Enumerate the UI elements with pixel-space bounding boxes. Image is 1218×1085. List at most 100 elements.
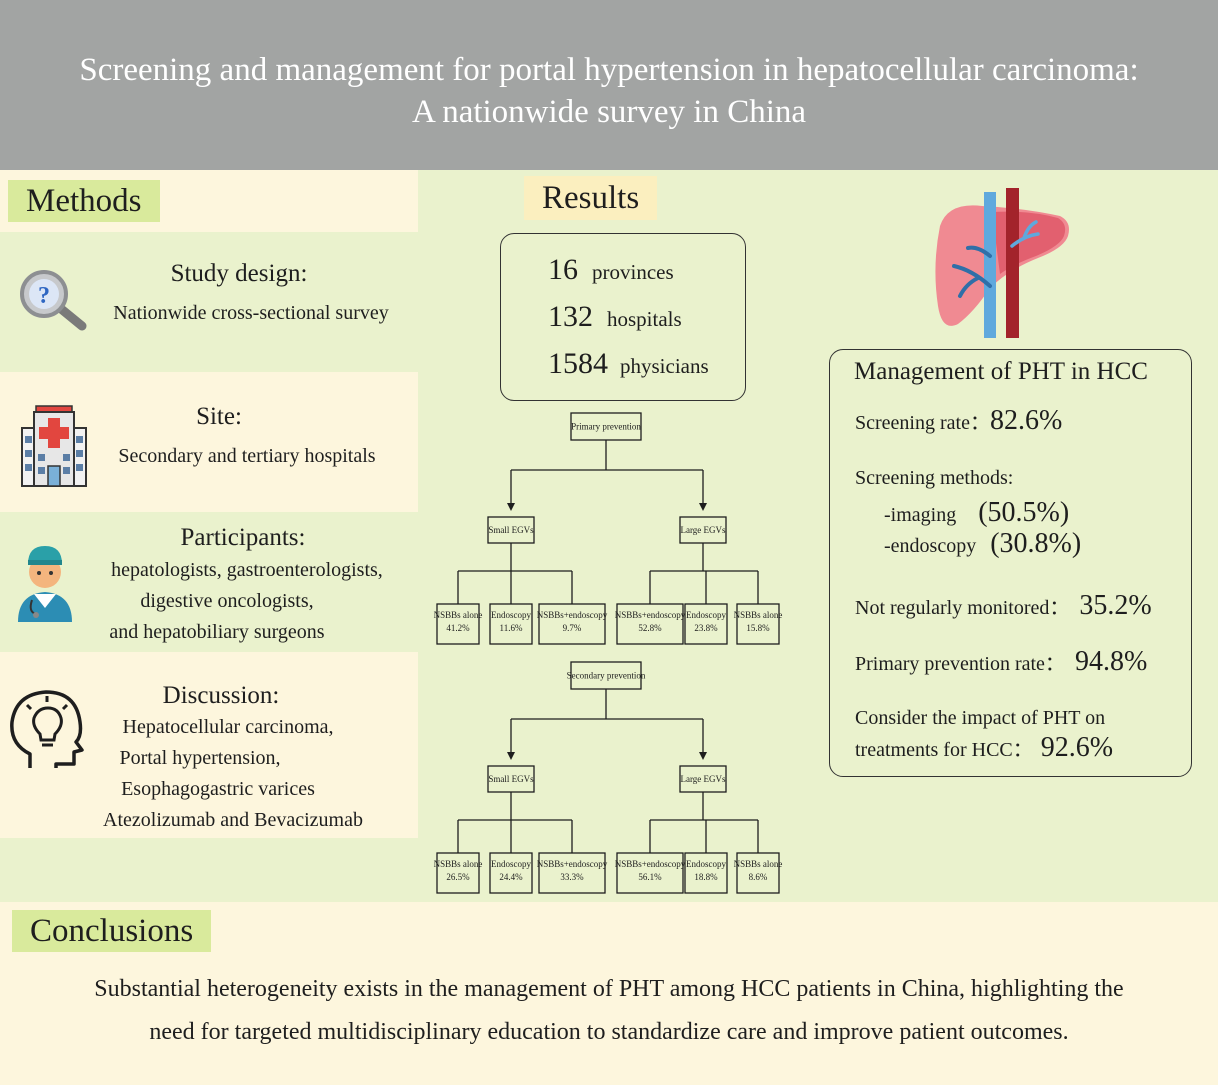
provinces-label: provinces	[592, 260, 674, 284]
screening-methods-label: Screening methods:	[855, 467, 1014, 489]
secondary-large-leaf-1-text-1: NSBBs+endoscopy	[615, 859, 686, 869]
secondary-small-leaf-1-box	[436, 852, 480, 894]
secondary-large-egvs-text-1: Large EGVs	[680, 774, 726, 784]
primary-large-leaf-3-box	[736, 603, 780, 645]
secondary-small-leaf-1-text-2: 26.5%	[446, 872, 470, 882]
secondary-large-egvs: Large EGVs	[679, 765, 727, 793]
imaging-value: (50.5%)	[978, 497, 1070, 528]
secondary-small-leaf-1-text-1: NSBBs alone	[434, 859, 483, 869]
conclusions-heading: Conclusions	[12, 910, 212, 952]
hospital-icon	[21, 405, 87, 487]
participants-line-2: digestive oncologists,	[140, 590, 314, 612]
counts-box: 16 provinces 132 hospitals 1584 physicia…	[500, 233, 746, 401]
primary-small-leaf-1-text-1: NSBBs alone	[434, 610, 483, 620]
primary-small-leaf-2-text-2: 11.6%	[500, 623, 523, 633]
primary-rate-value: 94.8%	[1074, 646, 1148, 677]
primary-large-leaf-1-box	[616, 603, 684, 645]
physicians-label: physicians	[620, 354, 709, 378]
secondary-large-leaf-2-box	[684, 852, 728, 894]
secondary-large-leaf-3-text-1: NSBBs alone	[734, 859, 783, 869]
primary-small-leaf-3-text-1: NSBBs+endoscopy	[537, 610, 608, 620]
hospitals-count: 132	[548, 300, 593, 333]
impact-row: treatments for HCC： 92.6%	[855, 732, 1113, 764]
primary-rate-row: Primary prevention rate： 94.8%	[855, 646, 1147, 678]
primary-rate-label: Primary prevention rate：	[855, 653, 1065, 675]
participants-line-3: and hepatobiliary surgeons	[109, 621, 325, 643]
secondary-small-egvs: Small EGVs	[487, 765, 535, 793]
endoscopy-row: -endoscopy (30.8%)	[884, 528, 1081, 560]
primary-small-leaf-2-text-1: Endoscopy	[491, 610, 531, 620]
title-line-1: Screening and management for portal hype…	[79, 52, 1139, 88]
primary-large-leaf-1-text-1: NSBBs+endoscopy	[615, 610, 686, 620]
primary-small-leaf-1-box	[436, 603, 480, 645]
study-design-text: Nationwide cross-sectional survey	[113, 302, 389, 324]
discussion-title: Discussion:	[162, 682, 280, 709]
doctor-icon	[18, 546, 72, 622]
primary-root: Primary prevention	[570, 412, 642, 441]
screening-rate-value: 82.6%	[989, 405, 1063, 436]
screening-rate-label: Screening rate：82.6%	[855, 405, 1062, 437]
impact-value: 92.6%	[1040, 732, 1114, 763]
discussion-line-2: Portal hypertension,	[119, 747, 281, 769]
secondary-root: Secondary prevention	[567, 661, 646, 690]
discussion-panel	[0, 652, 418, 838]
results-heading: Results	[524, 176, 658, 220]
primary-large-leaf-2-box	[684, 603, 728, 645]
hospitals-label: hospitals	[607, 307, 682, 331]
secondary-large-leaf-1: NSBBs+endoscopy 56.1%	[615, 852, 686, 894]
primary-large-leaf-3-text-1: NSBBs alone	[734, 610, 783, 620]
management-title: Management of PHT in HCC	[854, 358, 1148, 385]
discussion-line-3: Esophagogastric varices	[121, 778, 315, 800]
endoscopy-label: -endoscopy	[884, 535, 977, 557]
endoscopy-value: (30.8%)	[990, 528, 1082, 559]
discussion-line-4: Atezolizumab and Bevacizumab	[103, 809, 363, 831]
screening-rate-text: Screening rate：	[855, 412, 990, 434]
secondary-small-leaf-1: NSBBs alone 26.5%	[434, 852, 483, 894]
primary-large-leaf-1-text-2: 52.8%	[638, 623, 662, 633]
svg-text:?: ?	[38, 283, 50, 309]
primary-small-leaf-1: NSBBs alone 41.2%	[434, 603, 483, 645]
primary-large-leaf-3-text-2: 15.8%	[746, 623, 770, 633]
title-line-2: A nationwide survey in China	[411, 94, 807, 130]
primary-small-leaf-3-text-2: 9.7%	[563, 623, 582, 633]
conclusions-line-1: Substantial heterogeneity exists in the …	[94, 976, 1124, 1002]
primary-small-leaf-3: NSBBs+endoscopy 9.7%	[537, 603, 608, 645]
discussion-line-1: Hepatocellular carcinoma,	[122, 716, 334, 738]
secondary-large-leaf-3: NSBBs alone 8.6%	[734, 852, 783, 894]
primary-small-leaf-1-text-2: 41.2%	[446, 623, 470, 633]
impact-line-1: Consider the impact of PHT on	[855, 707, 1106, 729]
header-banner: Screening and management for portal hype…	[0, 0, 1218, 170]
secondary-small-leaf-3-text-1: NSBBs+endoscopy	[537, 859, 608, 869]
primary-large-leaf-1: NSBBs+endoscopy 52.8%	[615, 603, 686, 645]
not-monitored-label: Not regularly monitored：	[855, 597, 1070, 619]
secondary-small-leaf-3-box	[538, 852, 606, 894]
primary-small-egvs: Small EGVs	[487, 516, 535, 544]
secondary-large-leaf-1-text-2: 56.1%	[638, 872, 662, 882]
secondary-large-leaf-2-text-2: 18.8%	[694, 872, 718, 882]
primary-large-leaf-2-text-1: Endoscopy	[686, 610, 726, 620]
primary-small-egvs-text-1: Small EGVs	[488, 525, 534, 535]
physicians-count: 1584	[548, 347, 608, 380]
magnifier-question-icon: ?	[20, 270, 87, 331]
conclusions-line-2: need for targeted multidisciplinary educ…	[149, 1019, 1069, 1045]
methods-heading: Methods	[8, 180, 160, 222]
secondary-large-leaf-3-text-2: 8.6%	[749, 872, 768, 882]
secondary-small-leaf-2-text-2: 24.4%	[499, 872, 523, 882]
primary-root-text-1: Primary prevention	[571, 422, 641, 432]
participants-line-1: hepatologists, gastroenterologists,	[111, 559, 383, 581]
imaging-label: -imaging	[884, 504, 957, 526]
not-monitored-value: 35.2%	[1079, 590, 1152, 621]
management-box: Management of PHT in HCC Screening rate：…	[829, 349, 1192, 777]
secondary-small-leaf-3-text-2: 33.3%	[560, 872, 584, 882]
liver-icon	[935, 188, 1069, 338]
impact-line-2: treatments for HCC：	[855, 739, 1033, 761]
site-text: Secondary and tertiary hospitals	[118, 445, 376, 467]
secondary-small-leaf-2-box	[489, 852, 533, 894]
primary-small-leaf-2: Endoscopy 11.6%	[489, 603, 533, 645]
primary-small-leaf-2-box	[489, 603, 533, 645]
